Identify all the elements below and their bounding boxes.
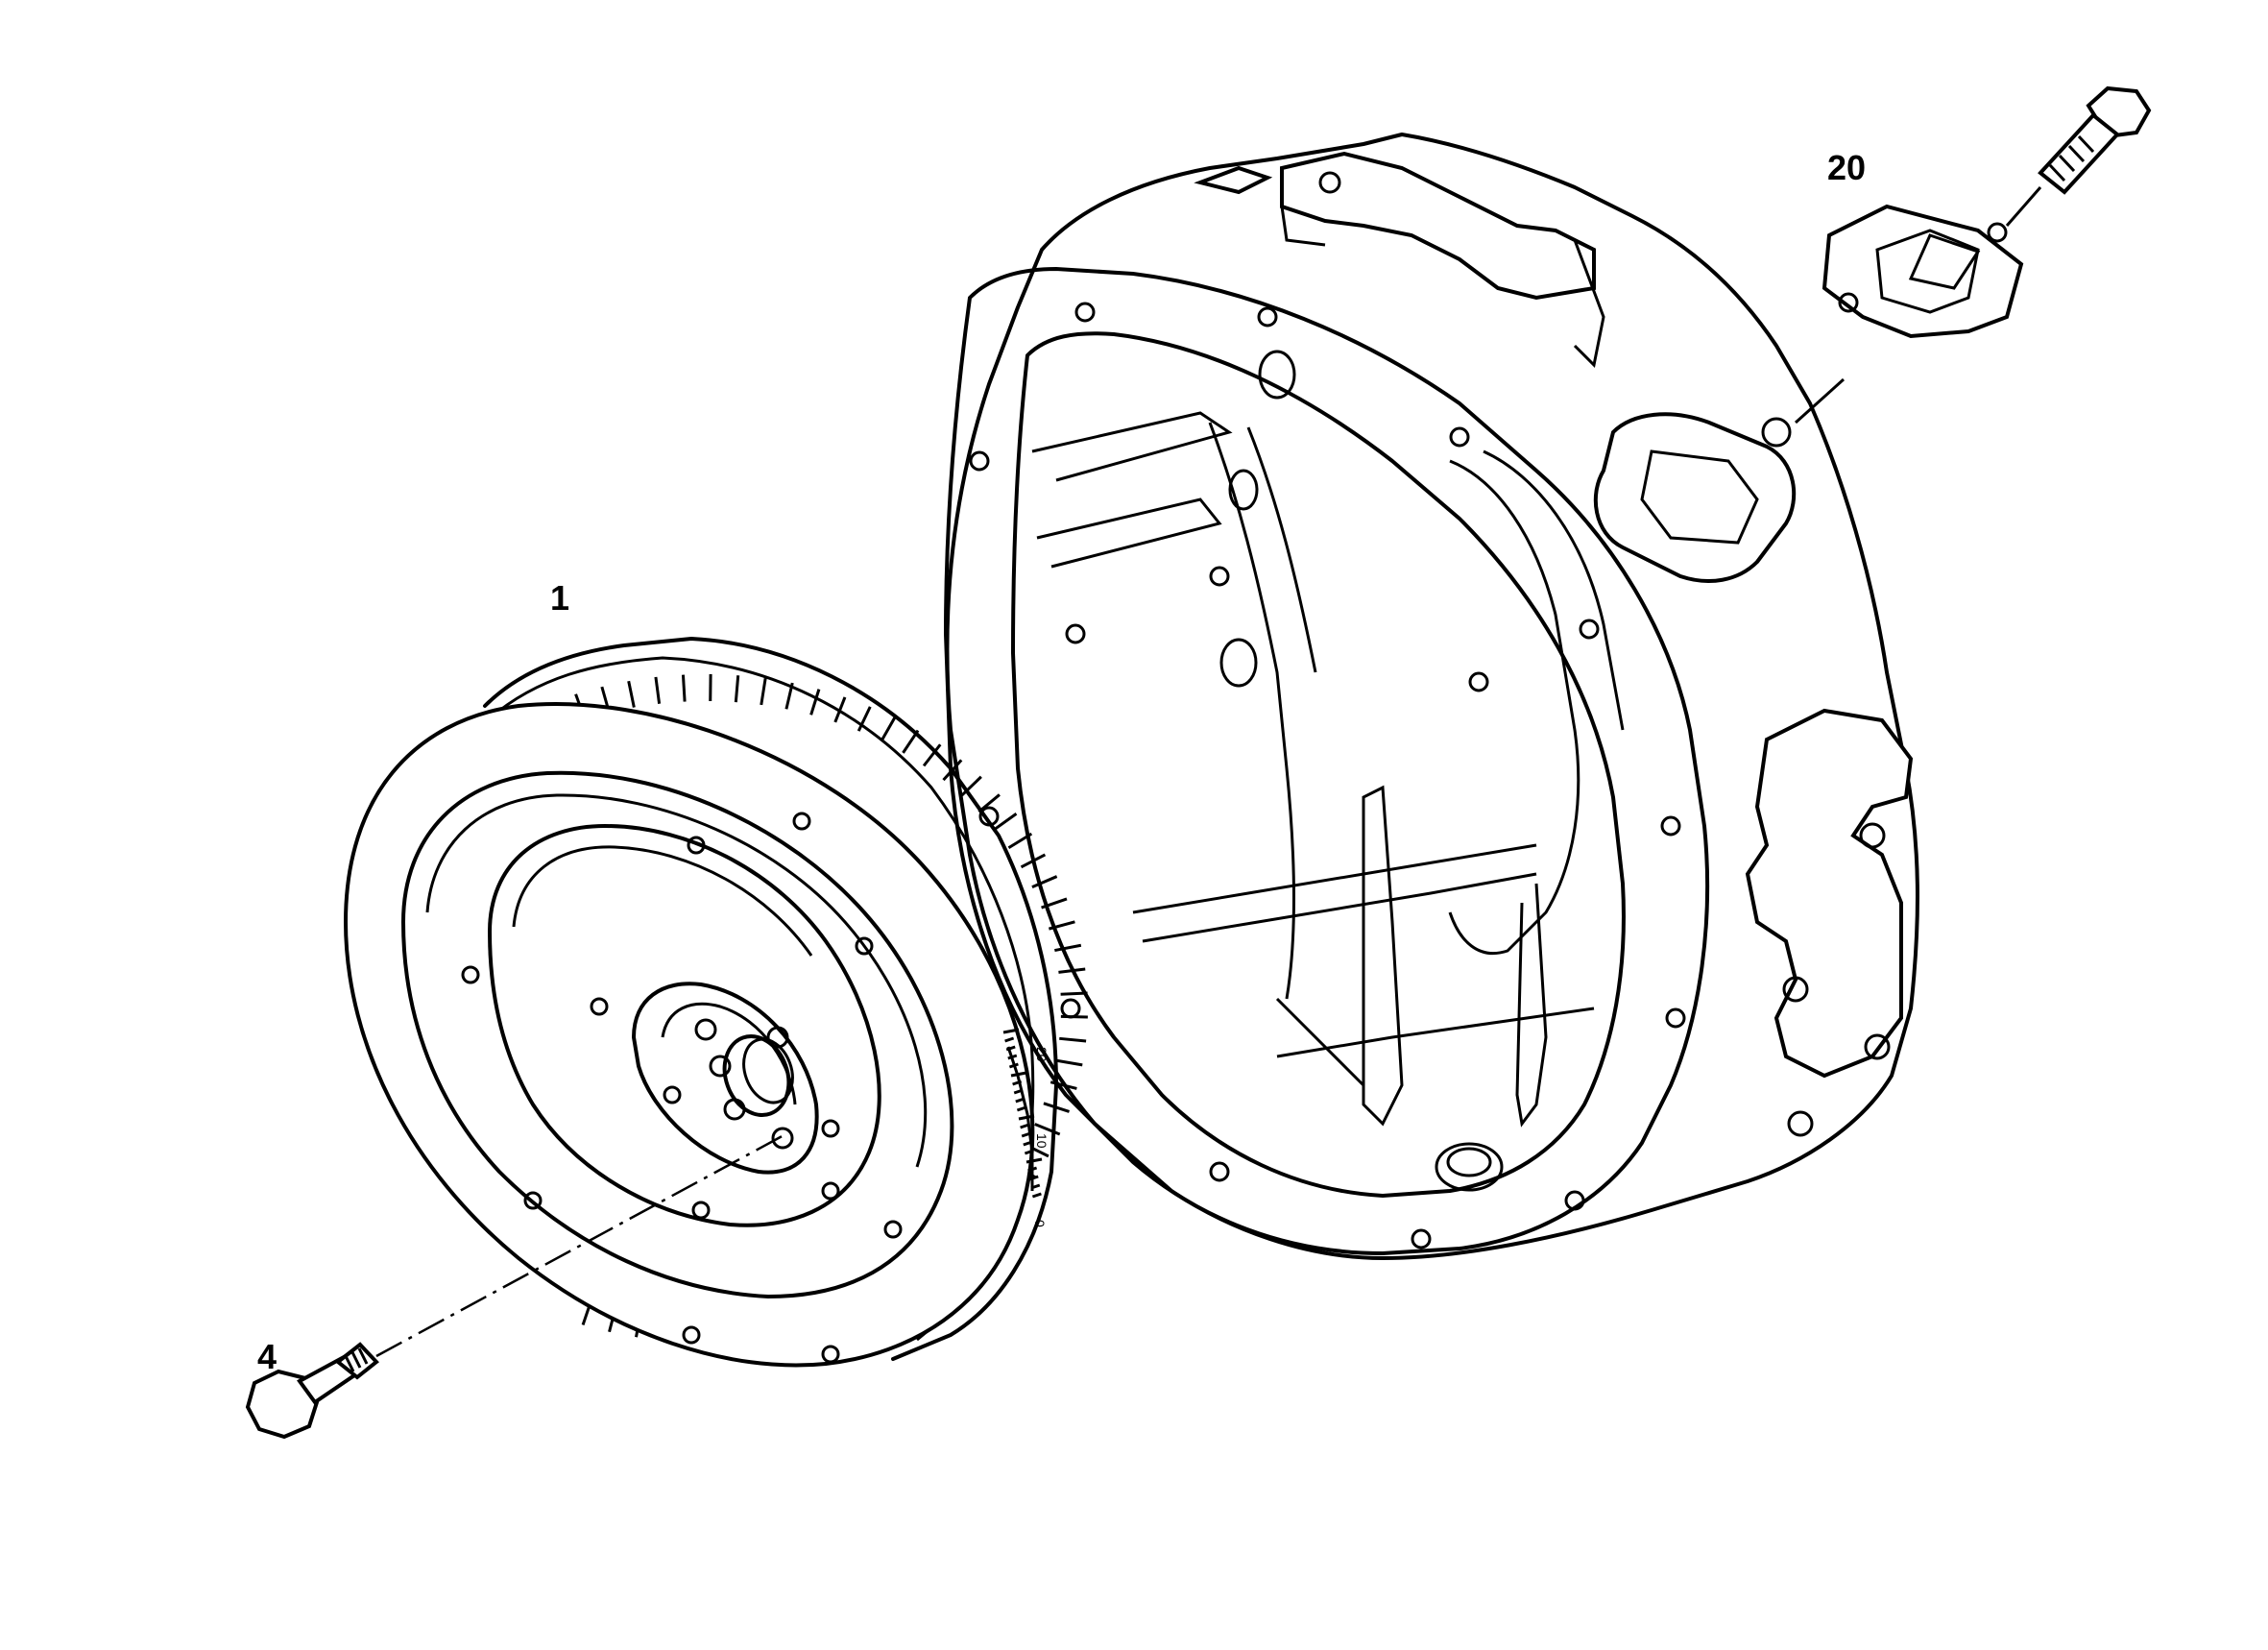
callout-cover-plate: 20 [1827, 151, 1866, 185]
scale-label: 10 [1034, 1133, 1050, 1149]
flywheel-housing [946, 134, 1918, 1258]
gear-tooth [629, 681, 635, 707]
gear-tooth [656, 677, 660, 704]
scale-label: 0 [1032, 1220, 1048, 1227]
gear-tooth [1061, 993, 1088, 994]
gear-tooth [1059, 1038, 1086, 1041]
scale-label: 20 [1034, 1047, 1050, 1062]
flywheel: 0 10 20 [346, 639, 1088, 1366]
gear-tooth [1054, 945, 1080, 950]
callout-bolt: 4 [257, 1340, 277, 1374]
cover-bolt [2007, 88, 2149, 226]
gear-tooth [1032, 877, 1057, 887]
gear-tooth [881, 717, 895, 740]
gear-tooth [903, 731, 918, 753]
gear-tooth [736, 675, 737, 702]
callout-flywheel: 1 [550, 581, 569, 616]
gear-tooth [811, 690, 819, 716]
gear-tooth [683, 675, 685, 702]
gear-tooth [978, 794, 1000, 812]
gear-tooth [1058, 969, 1085, 972]
scale-tick [1032, 1194, 1041, 1197]
cover-plate [1796, 206, 2021, 423]
gear-tooth [761, 678, 765, 705]
gear-tooth [1061, 1016, 1088, 1017]
gear-tooth [1056, 1060, 1083, 1065]
